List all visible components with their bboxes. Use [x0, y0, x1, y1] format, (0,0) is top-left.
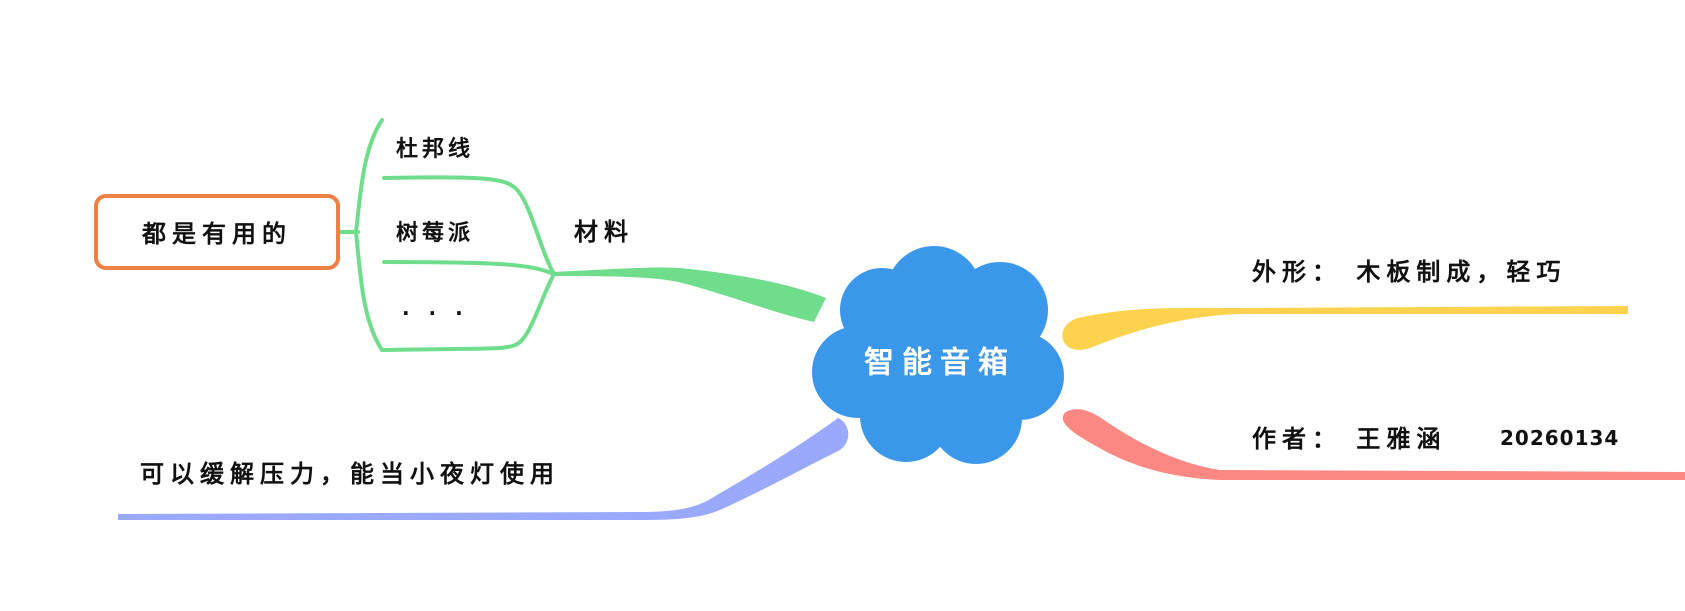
summary-label: 都是有用的	[141, 220, 292, 248]
author-label: 作者： 王雅涵	[1252, 425, 1446, 453]
appearance-branch-connector	[1062, 306, 1628, 350]
material-item-raspberry-pi: 树莓派	[396, 220, 474, 246]
usage-label: 可以缓解压力，能当小夜灯使用	[140, 460, 560, 488]
center-node[interactable]	[812, 246, 1064, 464]
material-item-ellipsis: · · ·	[402, 301, 469, 325]
appearance-label: 外形： 木板制成，轻巧	[1252, 258, 1566, 286]
author-branch-connector	[1062, 409, 1685, 480]
cloud-core	[850, 290, 1030, 434]
center-label: 智能音箱	[864, 346, 1016, 381]
summary-box[interactable]	[94, 194, 340, 270]
materials-subitem-lines	[382, 175, 556, 352]
materials-line-bottom	[382, 272, 556, 352]
materials-line-top	[382, 175, 556, 276]
author-id: 20260134	[1500, 426, 1619, 450]
materials-line-mid	[382, 260, 556, 276]
summary-bracket	[353, 118, 384, 352]
materials-label: 材料	[574, 218, 634, 246]
materials-branch-connector	[552, 267, 826, 322]
material-item-dupont-wire: 杜邦线	[396, 136, 474, 162]
